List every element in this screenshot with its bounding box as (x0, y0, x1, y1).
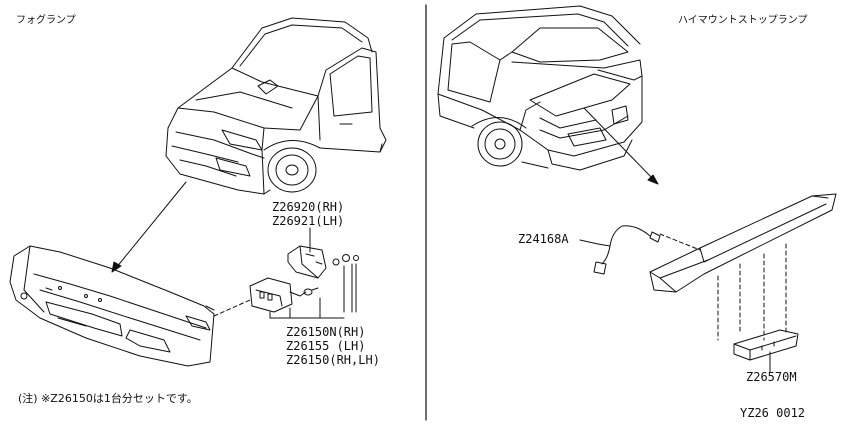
fog-lamp-assembly (249, 245, 359, 313)
rear-car-illustration (437, 5, 643, 171)
stop-lamp-harness (579, 225, 661, 275)
figure-code: YZ26 0012 (740, 406, 806, 420)
stop-lamp-mount-lines (659, 233, 787, 341)
fog-lamp-callout-lines (269, 227, 345, 319)
part-number-z26150n: Z26150N(RH) (286, 325, 366, 339)
front-car-illustration (165, 17, 387, 195)
rear-spoiler-illustration (649, 193, 837, 293)
stop-lamp-unit (733, 329, 799, 373)
fog-lamp-dashed-leader (213, 299, 251, 317)
part-number-z26150: Z26150(RH,LH) (286, 353, 380, 367)
part-number-z24168a: Z24168A (518, 232, 569, 246)
stop-lamp-section-title: ハイマウントストップランプ (678, 15, 808, 26)
fog-lamp-leader-arrow (111, 181, 187, 273)
part-number-z26920: Z26920(RH) (272, 200, 345, 214)
fog-lamp-section-title: フォグランプ (16, 15, 76, 26)
stop-lamp-leader-arrow (583, 107, 659, 185)
part-number-z26155: Z26155 (LH) (286, 339, 366, 353)
part-number-z26921: Z26921(LH) (272, 214, 345, 228)
set-quantity-note: (注) ※Z26150は1台分セットです。 (18, 392, 198, 405)
front-bumper-illustration (9, 245, 215, 367)
part-number-z26570m: Z26570M (746, 370, 797, 384)
